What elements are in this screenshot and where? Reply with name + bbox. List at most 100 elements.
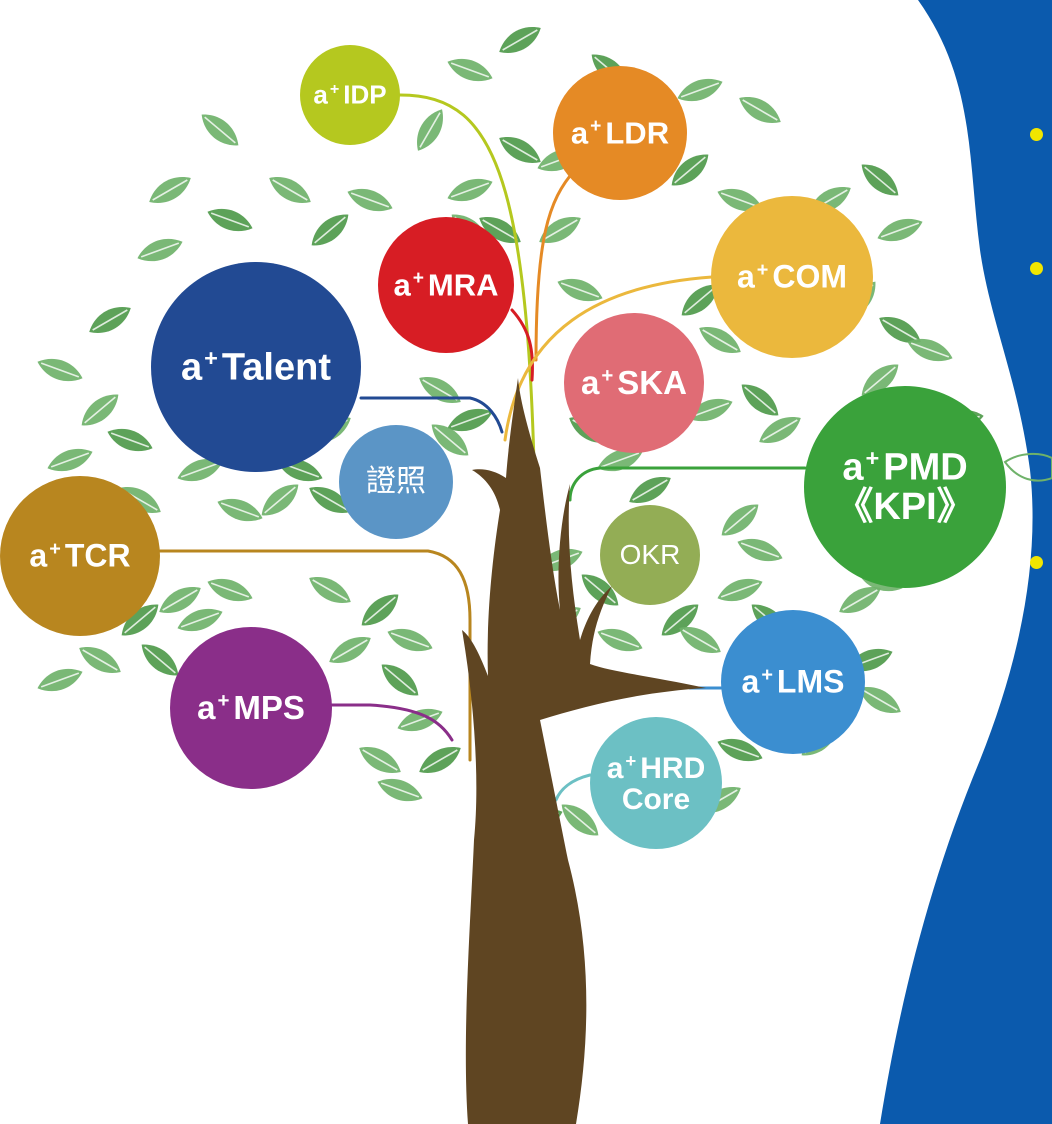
panel-bullet-1 [1030,128,1043,141]
plus-icon: + [217,689,230,713]
node-okr[interactable]: OKR [600,505,700,605]
leaf [79,647,121,673]
leaf [741,384,779,416]
node-label: PMD [883,446,968,489]
leaf [671,154,709,186]
node-label-line: a+MRA [393,266,499,302]
leaf [377,778,423,802]
node-label: MPS [233,689,305,727]
leaf [329,637,371,663]
node-mps[interactable]: a+MPS [170,627,332,789]
plus-icon: + [865,444,880,471]
leaf [737,538,783,562]
leaf [419,747,461,773]
node-prefix: a [29,537,48,574]
leaf [679,627,721,653]
leaf [387,628,433,652]
leaf [159,587,201,613]
node-cert[interactable]: 證照 [339,425,453,539]
node-prefix: a [581,364,600,402]
plus-icon: + [329,80,340,99]
node-mra[interactable]: a+MRA [378,217,514,353]
node-tcr[interactable]: a+TCR [0,476,160,636]
node-prefix: a [842,446,864,489]
leaf [121,604,159,636]
leaf [397,708,443,732]
leaf [419,377,461,403]
leaf [681,284,719,316]
leaf [431,424,469,456]
node-label: LMS [776,663,845,700]
panel-leaf-icon [1003,452,1052,482]
node-pmd[interactable]: a+PMD《KPI》 [804,386,1006,588]
leaf [347,188,393,212]
leaf [861,364,899,396]
node-label-line: a+Talent [181,345,331,389]
node-ldr[interactable]: a+LDR [553,66,687,200]
leaf [677,78,723,102]
connector-mps [330,703,454,742]
leaf [597,628,643,652]
node-prefix: a [736,258,755,295]
node-talent[interactable]: a+Talent [151,262,361,472]
leaf [597,448,643,472]
node-label: HRD [640,751,706,785]
node-label-line: a+LMS [741,663,845,700]
leaf [177,608,223,632]
leaf [89,307,131,333]
leaf [499,27,541,53]
leaf [661,604,699,636]
node-label-line: a+SKA [581,365,687,401]
node-prefix: a [313,79,328,110]
leaf [217,498,263,522]
leaf [907,338,953,362]
node-label-line: a+IDP [313,81,386,109]
leaf [37,358,83,382]
plus-icon: + [412,267,424,289]
connector-lines [158,93,807,802]
node-sublabel: Core [621,783,691,816]
tree-trunk [462,378,706,1124]
connector-com [503,275,714,442]
node-label-line: a+LDR [571,116,669,150]
leaf [499,137,541,163]
panel-bullet-3 [1030,556,1043,569]
node-lms[interactable]: a+LMS [721,610,865,754]
plus-icon: + [756,258,769,281]
leaf [201,114,239,146]
leaf [149,177,191,203]
node-label-line: OKR [620,540,681,569]
node-prefix: a [741,663,760,700]
node-com[interactable]: a+COM [711,196,873,358]
connector-hrd [554,773,592,802]
node-label-line: a+HRD [607,750,706,785]
leaf [137,238,183,262]
leaf [447,178,493,202]
leaf [717,738,763,762]
right-side-panel [880,0,1052,1124]
node-idp[interactable]: a+IDP [300,45,400,145]
plus-icon: + [761,663,773,686]
leaf [629,477,671,503]
leaf [177,458,223,482]
leaf [859,687,901,713]
leaf [309,487,351,513]
leaf [479,217,521,243]
node-label: 證照 [366,465,426,499]
leaf [47,448,93,472]
node-ska[interactable]: a+SKA [564,313,704,453]
leaf [879,317,921,343]
connector-mra [510,308,534,382]
leaf [717,578,763,602]
leaf [81,394,119,426]
leaf [311,214,349,246]
connector-ldr [534,168,577,362]
node-label-line: a+TCR [29,537,130,574]
node-label-line: a+PMD [842,444,968,489]
panel-bullet-2 [1030,262,1043,275]
leaf [37,668,83,692]
leaf [361,594,399,626]
node-label: MRA [427,266,499,302]
